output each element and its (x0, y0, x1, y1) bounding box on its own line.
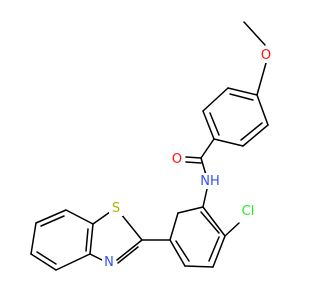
bond-c2-sulfur (120, 213, 143, 241)
bond-ring-c-2-inner (40, 215, 65, 227)
bond-ring-b-3 (169, 239, 186, 267)
thiazole-sulfur-label: S (109, 200, 123, 216)
bond-ring-c-5 (55, 253, 91, 271)
bond-c7a-c3a (89, 223, 94, 255)
chlorine-label: Cl (238, 203, 258, 219)
bond-ring-carbonyl (200, 138, 215, 159)
bond-carbonyl-oxygen-1 (185, 156, 202, 159)
amide-nh-text: NH (200, 174, 220, 189)
bond-ring-a-6-inner (229, 93, 254, 101)
bond-ring-c-4-inner (36, 251, 57, 265)
amide-h: H (210, 174, 220, 189)
methoxy-oxygen-text: O (261, 48, 271, 63)
molecule-structure: O O NH Cl S N (30, 21, 273, 271)
chlorine-text: Cl (242, 204, 255, 219)
bond-ring-a-2 (242, 124, 269, 147)
bond-oxygen-ring (256, 62, 267, 96)
bond-ring-b-3-inner (175, 240, 190, 262)
bond-nitrogen-ring (202, 188, 208, 208)
bond-ring-c-4 (30, 253, 57, 271)
thiazole-sulfur-text: S (112, 201, 120, 216)
carbonyl-oxygen-label: O (170, 151, 184, 167)
bond-nitrogen-c3a (89, 253, 103, 261)
carbonyl-oxygen-text: O (172, 152, 182, 167)
bond-ring-b-1 (177, 206, 204, 214)
bond-ring-b-6-inner (200, 211, 220, 234)
thiazole-nitrogen-label: N (102, 254, 116, 270)
methoxy-oxygen-label: O (259, 47, 273, 63)
bond-ring-a-2-inner (240, 122, 263, 141)
bond-ring-a-6 (227, 87, 258, 96)
bond-ring-b-5 (212, 235, 226, 268)
bond-c2-nitrogen (116, 239, 143, 261)
bond-ring-b-2 (169, 212, 179, 241)
amide-nh-label: NH (197, 173, 223, 189)
bond-sulfur-c7a (92, 211, 111, 225)
bond-ring-a-4-inner (209, 112, 220, 136)
bond-ring-c-2 (35, 209, 67, 224)
bond-ring-c-3 (30, 222, 37, 255)
bond-ring-a-5 (202, 87, 229, 112)
bond-carbonyl-oxygen-2 (185, 161, 202, 164)
amide-n: N (200, 174, 210, 189)
bond-c2-nitrogen-inner (117, 246, 139, 264)
bond-ring-a-4 (202, 110, 215, 140)
bond-ring-a-1 (256, 94, 269, 126)
bond-ring-a-3 (213, 138, 244, 147)
atom-labels: O O NH Cl S N (102, 47, 273, 270)
bond-carbonyl-nitrogen (200, 157, 207, 176)
bond-ring-c-1 (65, 209, 94, 225)
bond-ring-b-4 (184, 265, 214, 268)
bond-ring-c-6-inner (85, 228, 89, 252)
thiazole-nitrogen-text: N (104, 255, 114, 270)
bond-ring-b-6 (202, 206, 226, 237)
bond-ring-chlorine (224, 222, 240, 237)
bond-ring-b-5-inner (208, 236, 220, 262)
bond-methyl-oxygen (243, 21, 266, 46)
bonds (30, 21, 269, 271)
